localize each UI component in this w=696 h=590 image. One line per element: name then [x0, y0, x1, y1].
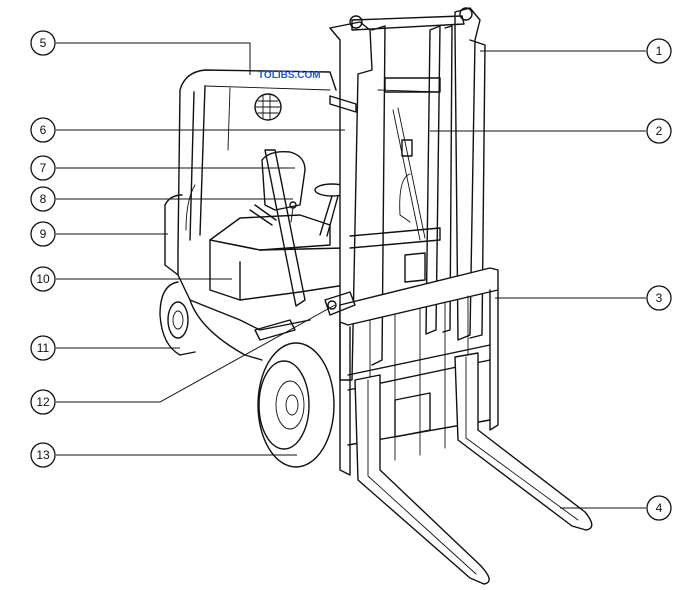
- svg-text:2: 2: [656, 124, 663, 138]
- forklift-illustration: TOLIBS.COM: [159, 7, 593, 585]
- mast: [329, 7, 486, 381]
- rear-light: [254, 93, 282, 121]
- svg-text:9: 9: [40, 227, 47, 241]
- callout-8: 8: [30, 186, 56, 212]
- callout-1: 1: [646, 38, 672, 64]
- callout-9: 9: [30, 221, 56, 247]
- control-levers: [249, 201, 297, 226]
- callout-10: 10: [30, 266, 56, 292]
- callout-13: 13: [30, 442, 56, 468]
- callout-2: 2: [646, 118, 672, 144]
- seat: [209, 150, 331, 251]
- step: [254, 319, 296, 341]
- svg-text:10: 10: [36, 272, 50, 286]
- callout-4: 4: [646, 495, 672, 521]
- callout-7: 7: [30, 155, 56, 181]
- svg-text:8: 8: [40, 192, 47, 206]
- svg-text:3: 3: [656, 291, 663, 305]
- counterweight: [164, 194, 311, 361]
- svg-text:6: 6: [40, 123, 47, 137]
- front-wheel: [257, 342, 335, 468]
- seat-belt: [264, 149, 306, 307]
- callout-12: 12: [30, 389, 56, 415]
- callout-6: 6: [30, 117, 56, 143]
- right-fork: [454, 352, 593, 531]
- steering-wheel: [314, 183, 350, 237]
- overhead-guard: [177, 69, 337, 251]
- svg-text:13: 13: [36, 448, 50, 462]
- tilt-cylinder: [324, 291, 356, 316]
- rear-wheel: [159, 281, 196, 356]
- engine-hood: [209, 239, 346, 301]
- left-fork: [354, 374, 490, 585]
- watermark-text: TOLIBS.COM: [258, 70, 321, 81]
- callout-11: 11: [30, 335, 56, 361]
- svg-text:1: 1: [656, 44, 663, 58]
- callout-3: 3: [646, 285, 672, 311]
- svg-text:12: 12: [36, 395, 50, 409]
- callout-5: 5: [30, 30, 56, 56]
- svg-text:4: 4: [656, 501, 663, 515]
- svg-text:11: 11: [37, 341, 50, 355]
- svg-text:7: 7: [40, 161, 47, 175]
- leader-lines: [56, 42, 646, 509]
- svg-text:5: 5: [40, 36, 47, 50]
